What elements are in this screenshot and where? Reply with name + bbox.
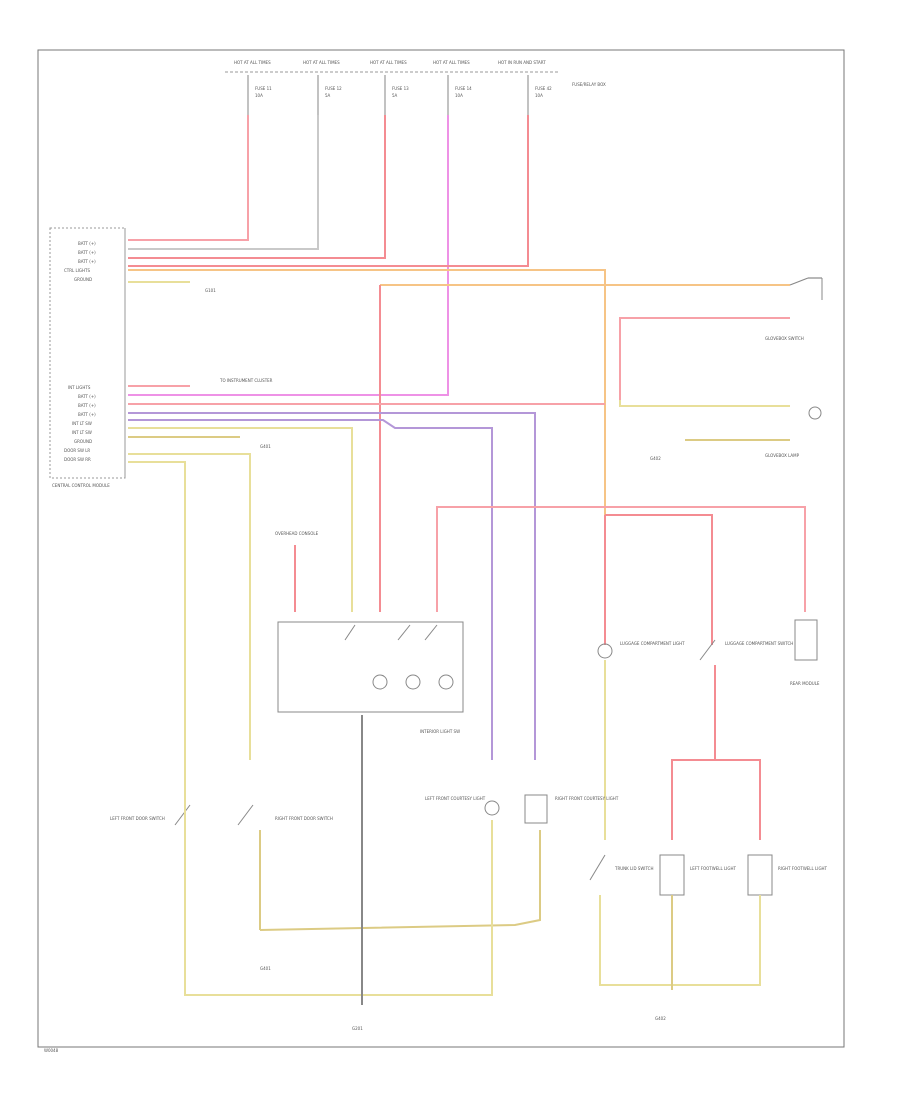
svg-text:BATT (+): BATT (+) bbox=[78, 259, 96, 264]
right-front-door-switch: RIGHT FRONT DOOR SWITCH bbox=[237, 804, 333, 826]
svg-text:DOOR SW RR: DOOR SW RR bbox=[64, 457, 91, 462]
svg-text:FUSE 12: FUSE 12 bbox=[325, 86, 342, 91]
wire-fuse-12 bbox=[128, 115, 319, 250]
svg-text:RIGHT FOOTWELL LIGHT: RIGHT FOOTWELL LIGHT bbox=[778, 866, 828, 871]
wire-pink-right bbox=[619, 317, 790, 400]
svg-text:BATT (+): BATT (+) bbox=[78, 241, 96, 246]
overhead-console: OVERHEAD CONSOLE INTERIOR LIGHT SW bbox=[275, 531, 464, 734]
svg-text:HOT IN RUN AND START: HOT IN RUN AND START bbox=[498, 60, 546, 65]
trunk-lid-switch: TRUNK LID SWITCH bbox=[589, 854, 653, 881]
wire-batt-magenta bbox=[128, 419, 493, 760]
svg-text:BATT (+): BATT (+) bbox=[78, 412, 96, 417]
svg-text:GROUND: GROUND bbox=[74, 439, 92, 444]
svg-text:FUSE 13: FUSE 13 bbox=[392, 86, 409, 91]
left-front-door-switch: LEFT FRONT DOOR SWITCH bbox=[110, 804, 191, 826]
svg-text:GLOVEBOX SWITCH: GLOVEBOX SWITCH bbox=[765, 336, 804, 341]
luggage-light: LUGGAGE COMPARTMENT LIGHT bbox=[597, 515, 685, 840]
svg-text:INTERIOR LIGHT SW: INTERIOR LIGHT SW bbox=[420, 729, 460, 734]
wire-fuse-13 bbox=[128, 115, 386, 259]
right-front-courtesy-light: RIGHT FRONT COURTESY LIGHT bbox=[524, 794, 619, 824]
svg-text:HOT AT ALL TIMES: HOT AT ALL TIMES bbox=[370, 60, 407, 65]
svg-text:REAR MODULE: REAR MODULE bbox=[790, 681, 820, 686]
wire-lf-courtesy-down bbox=[362, 820, 493, 996]
left-front-courtesy-light: LEFT FRONT COURTESY LIGHT bbox=[425, 796, 500, 816]
ground-label-rear: G402 bbox=[655, 1016, 666, 1021]
svg-text:5A: 5A bbox=[325, 93, 331, 98]
svg-text:HOT AT ALL TIMES: HOT AT ALL TIMES bbox=[234, 60, 271, 65]
svg-text:DOOR SW LR: DOOR SW LR bbox=[64, 448, 90, 453]
left-footwell-light: LEFT FOOTWELL LIGHT bbox=[659, 854, 736, 896]
wire-door-lr bbox=[128, 453, 251, 760]
wire-ground-rear bbox=[599, 895, 761, 986]
svg-text:LUGGAGE COMPARTMENT SWITCH: LUGGAGE COMPARTMENT SWITCH bbox=[725, 641, 793, 646]
ground-label-2: G401 bbox=[260, 444, 271, 449]
fuse-block: HOT AT ALL TIMES FUSE 11 10A HOT AT ALL … bbox=[225, 60, 606, 115]
svg-text:10A: 10A bbox=[255, 93, 263, 98]
svg-text:5A: 5A bbox=[392, 93, 398, 98]
wire-door-rr bbox=[128, 461, 186, 760]
wire-pink-footwell bbox=[671, 759, 761, 840]
ground-label-lower-left: G401 bbox=[260, 966, 271, 971]
fuse-5: HOT IN RUN AND START FUSE 42 10A bbox=[498, 60, 552, 115]
svg-text:BATT (+): BATT (+) bbox=[78, 250, 96, 255]
diagram-id: W0048 bbox=[44, 1048, 59, 1053]
module-name: CENTRAL CONTROL MODULE bbox=[52, 483, 110, 488]
fuse-1: HOT AT ALL TIMES FUSE 11 10A bbox=[234, 60, 272, 115]
svg-text:LEFT FRONT DOOR SWITCH: LEFT FRONT DOOR SWITCH bbox=[110, 816, 165, 821]
wire-batt-purple bbox=[128, 412, 536, 760]
svg-text:BATT (+): BATT (+) bbox=[78, 394, 96, 399]
ground-label-1: G101 bbox=[205, 288, 216, 293]
svg-text:INT LT SW: INT LT SW bbox=[72, 421, 92, 426]
svg-text:INT LIGHTS: INT LIGHTS bbox=[68, 385, 91, 390]
svg-text:BATT (+): BATT (+) bbox=[78, 403, 96, 408]
module-upper-pins: BATT (+) BATT (+) BATT (+) CTRL LIGHTS G… bbox=[64, 241, 96, 282]
wire-orange-overhead bbox=[436, 506, 806, 612]
wire-fuse-11 bbox=[128, 115, 249, 241]
wire-yellow-right bbox=[619, 400, 790, 407]
svg-text:LUGGAGE COMPARTMENT LIGHT: LUGGAGE COMPARTMENT LIGHT bbox=[620, 641, 685, 646]
svg-text:FUSE 42: FUSE 42 bbox=[535, 86, 552, 91]
wire-int-lt-sw-1 bbox=[128, 427, 353, 612]
wire-pink-trunk-sw bbox=[605, 514, 713, 645]
wire-lf-door-ground bbox=[184, 760, 362, 996]
module-lower-pins: INT LIGHTS BATT (+) BATT (+) BATT (+) IN… bbox=[64, 385, 96, 462]
svg-text:INT LT SW: INT LT SW bbox=[72, 430, 92, 435]
wire-courtesy-lower bbox=[259, 830, 541, 931]
svg-text:GLOVEBOX LAMP: GLOVEBOX LAMP bbox=[765, 453, 800, 458]
svg-text:CTRL LIGHTS: CTRL LIGHTS bbox=[64, 268, 90, 273]
wire-fuse-42 bbox=[128, 115, 529, 267]
ground-label-right: G402 bbox=[650, 456, 661, 461]
svg-text:RIGHT FRONT DOOR SWITCH: RIGHT FRONT DOOR SWITCH bbox=[275, 816, 333, 821]
fuse-block-label: FUSE/RELAY BOX bbox=[572, 82, 606, 87]
right-footwell-light: RIGHT FOOTWELL LIGHT bbox=[747, 854, 828, 896]
svg-text:10A: 10A bbox=[535, 93, 543, 98]
svg-text:HOT AT ALL TIMES: HOT AT ALL TIMES bbox=[303, 60, 340, 65]
svg-text:HOT AT ALL TIMES: HOT AT ALL TIMES bbox=[433, 60, 470, 65]
central-control-module: BATT (+) BATT (+) BATT (+) CTRL LIGHTS G… bbox=[49, 227, 126, 488]
svg-text:FUSE 14: FUSE 14 bbox=[455, 86, 472, 91]
wire-ctrl-lights bbox=[128, 269, 606, 515]
svg-text:OVERHEAD CONSOLE: OVERHEAD CONSOLE bbox=[275, 531, 319, 536]
svg-text:LEFT FOOTWELL LIGHT: LEFT FOOTWELL LIGHT bbox=[690, 866, 736, 871]
trunk-switch: LUGGAGE COMPARTMENT SWITCH bbox=[699, 639, 793, 661]
wire-fuse-14 bbox=[128, 115, 449, 396]
ground-label-bottom: G201 bbox=[352, 1026, 363, 1031]
glovebox-switch: GLOVEBOX SWITCH bbox=[765, 277, 823, 341]
svg-text:GROUND: GROUND bbox=[74, 277, 92, 282]
glovebox-lamp: GLOVEBOX LAMP bbox=[765, 406, 822, 458]
diagram-frame bbox=[37, 49, 845, 1048]
rear-module: REAR MODULE bbox=[790, 619, 820, 686]
svg-text:LEFT FRONT COURTESY LIGHT: LEFT FRONT COURTESY LIGHT bbox=[425, 796, 486, 801]
svg-text:TRUNK LID SWITCH: TRUNK LID SWITCH bbox=[614, 866, 653, 871]
fuse-2: HOT AT ALL TIMES FUSE 12 5A bbox=[303, 60, 342, 115]
svg-text:10A: 10A bbox=[455, 93, 463, 98]
fuse-3: HOT AT ALL TIMES FUSE 13 5A bbox=[370, 60, 409, 115]
svg-text:FUSE 11: FUSE 11 bbox=[255, 86, 272, 91]
fuse-4: HOT AT ALL TIMES FUSE 14 10A bbox=[433, 60, 472, 115]
to-instrument-label: TO INSTRUMENT CLUSTER bbox=[219, 378, 273, 383]
svg-text:RIGHT FRONT COURTESY LIGHT: RIGHT FRONT COURTESY LIGHT bbox=[555, 796, 619, 801]
